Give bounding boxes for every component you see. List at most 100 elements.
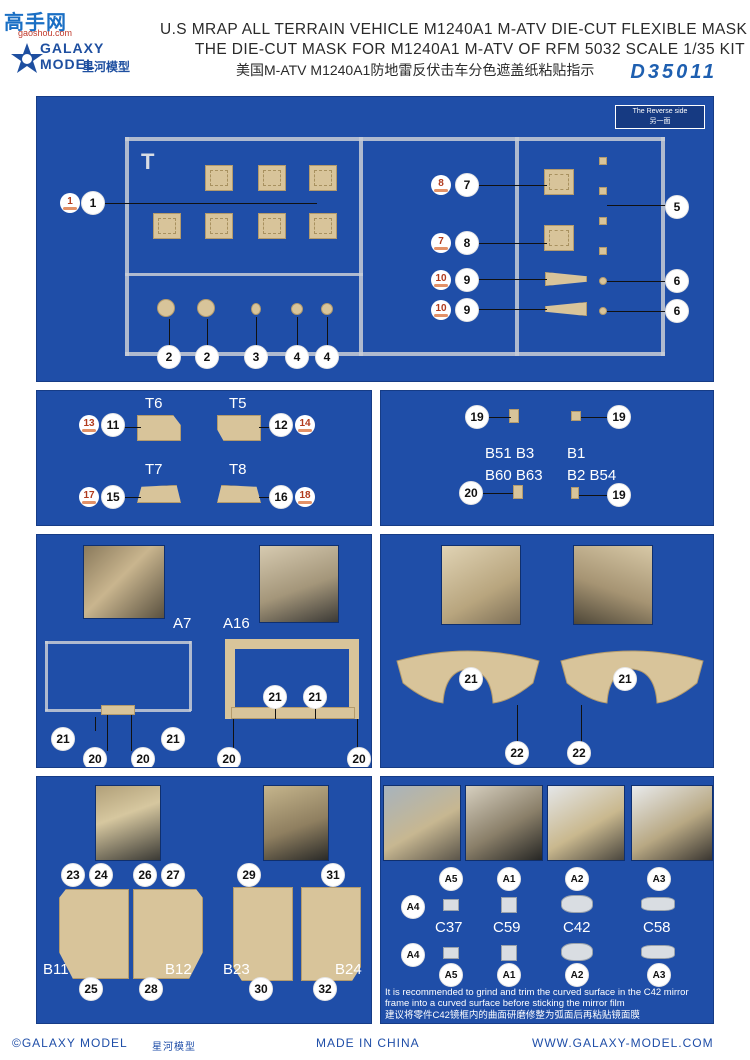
leader-line xyxy=(581,417,607,418)
leader-line xyxy=(275,709,276,719)
door-part-b11 xyxy=(59,889,129,979)
sprue-round-part xyxy=(291,303,303,315)
leader-line xyxy=(207,319,208,349)
door-part-b12 xyxy=(133,889,203,979)
part-label: T7 xyxy=(145,461,163,478)
mirror-film xyxy=(501,897,517,913)
sprue-frame-far-right xyxy=(661,137,665,356)
fender-part-right xyxy=(560,650,704,704)
callout-badge: 20 xyxy=(217,747,241,767)
leader-line xyxy=(607,311,667,312)
sprue-part xyxy=(205,165,233,191)
callout-badge: 20 xyxy=(347,747,371,767)
callout-badge: 19 xyxy=(465,405,489,429)
leader-line xyxy=(233,719,234,751)
callout-badge: 20 xyxy=(131,747,155,767)
leader-line xyxy=(357,719,358,751)
leader-line xyxy=(517,705,518,745)
callout-badge: 21 xyxy=(263,685,287,709)
sprue-frame-top xyxy=(125,137,665,141)
leader-line xyxy=(327,317,328,349)
callout-badge: 2 xyxy=(195,345,219,369)
mirror-film xyxy=(561,895,593,913)
callout-badge: 7 xyxy=(455,173,479,197)
leader-line xyxy=(579,495,607,496)
leader-line xyxy=(315,709,316,719)
sprue-letter: T xyxy=(141,149,155,174)
leader-line xyxy=(477,309,547,310)
callout-badge: A4 xyxy=(401,895,425,919)
sprue-part xyxy=(258,165,286,191)
b60-b63-part xyxy=(513,485,523,499)
part-label: B23 xyxy=(223,961,250,978)
callout-badge: 26 xyxy=(133,863,157,887)
callout-badge: 2 xyxy=(157,345,181,369)
mirror-film xyxy=(641,897,675,911)
part-label: T8 xyxy=(229,461,247,478)
callout-badge: 28 xyxy=(139,977,163,1001)
callout-badge: A5 xyxy=(439,867,463,891)
reverse-side-en: The Reverse side xyxy=(632,108,688,115)
callout-badge: 3 xyxy=(244,345,268,369)
callout-badge: 20 xyxy=(83,747,107,767)
mirror-film xyxy=(501,945,517,961)
part-label: B11 xyxy=(43,961,69,978)
mirror-photo xyxy=(631,785,713,861)
callout-badge: 9 xyxy=(455,268,479,292)
leader-line xyxy=(256,317,257,349)
mask-ref-badge: 10 xyxy=(431,270,451,290)
footer-made-in: MADE IN CHINA xyxy=(316,1036,420,1050)
title-line-3: 美国M-ATV M1240A1防地雷反伏击车分色遮盖纸粘贴指示 xyxy=(236,62,595,78)
callout-badge: A1 xyxy=(497,867,521,891)
sprue-small-part xyxy=(599,307,607,315)
callout-badge: A3 xyxy=(647,963,671,987)
sprue-panel: The Reverse side 另一面 T 1 8 7 10 10 xyxy=(36,96,714,382)
b51-b3-part xyxy=(509,409,519,423)
leader-line xyxy=(107,715,108,751)
door-part-b24 xyxy=(301,887,361,981)
header: 高手网 gaoshou.com GALAXY MODEL 星河模型 U.S MR… xyxy=(0,0,750,90)
product-code: D35011 xyxy=(630,61,717,83)
footer-copyright-cn: 星河模型 xyxy=(152,1042,196,1053)
callout-badge: 4 xyxy=(285,345,309,369)
sprue-small-part xyxy=(599,187,607,195)
brand-name-cn: 星河模型 xyxy=(82,60,131,74)
sprue-part xyxy=(544,169,574,195)
leader-line xyxy=(95,717,96,731)
sprue-small-part xyxy=(599,157,607,165)
footer-website: WWW.GALAXY-MODEL.COM xyxy=(532,1036,714,1050)
sprue-frame-mid xyxy=(359,137,363,356)
mirror-film xyxy=(561,943,593,961)
part-label: B1 xyxy=(567,445,586,462)
leader-line xyxy=(259,427,277,428)
part-label: B60 B63 xyxy=(485,467,543,484)
sprue-round-part xyxy=(197,299,215,317)
callout-badge: 12 xyxy=(269,413,293,437)
sprue-part xyxy=(153,213,181,239)
mirrors-panel: A5 A1 A2 A3 A4 A4 C37 C59 C42 C58 A5 A1 … xyxy=(380,776,714,1024)
mirror-film xyxy=(443,899,459,911)
a7-part xyxy=(101,705,135,715)
sprue-frame-right xyxy=(515,137,519,356)
callout-badge: 5 xyxy=(665,195,689,219)
sprue-round-part xyxy=(251,303,261,315)
b-parts-panel: B51 B3 B1 B60 B63 B2 B54 19 19 20 19 xyxy=(380,390,714,526)
mask-ref-badge: 13 xyxy=(79,415,99,435)
star-icon xyxy=(11,43,43,73)
leader-line xyxy=(483,493,513,494)
fender-part-left xyxy=(396,650,540,704)
callout-badge: A1 xyxy=(497,963,521,987)
callout-badge: 27 xyxy=(161,863,185,887)
callout-badge: A4 xyxy=(401,943,425,967)
a16-bar xyxy=(231,707,355,719)
sprue-runner xyxy=(125,273,363,276)
mask-ref-badge: 7 xyxy=(431,233,451,253)
sprue-small-part xyxy=(599,217,607,225)
mask-ref-badge: 14 xyxy=(295,415,315,435)
door-photo-right xyxy=(263,785,329,861)
t-parts-panel: T6 T5 T7 T8 13 14 17 18 11 12 15 16 xyxy=(36,390,372,526)
fender-photo-left xyxy=(441,545,521,625)
callout-badge: 21 xyxy=(459,667,483,691)
callout-badge: 21 xyxy=(161,727,185,751)
mirror-photo xyxy=(383,785,461,861)
